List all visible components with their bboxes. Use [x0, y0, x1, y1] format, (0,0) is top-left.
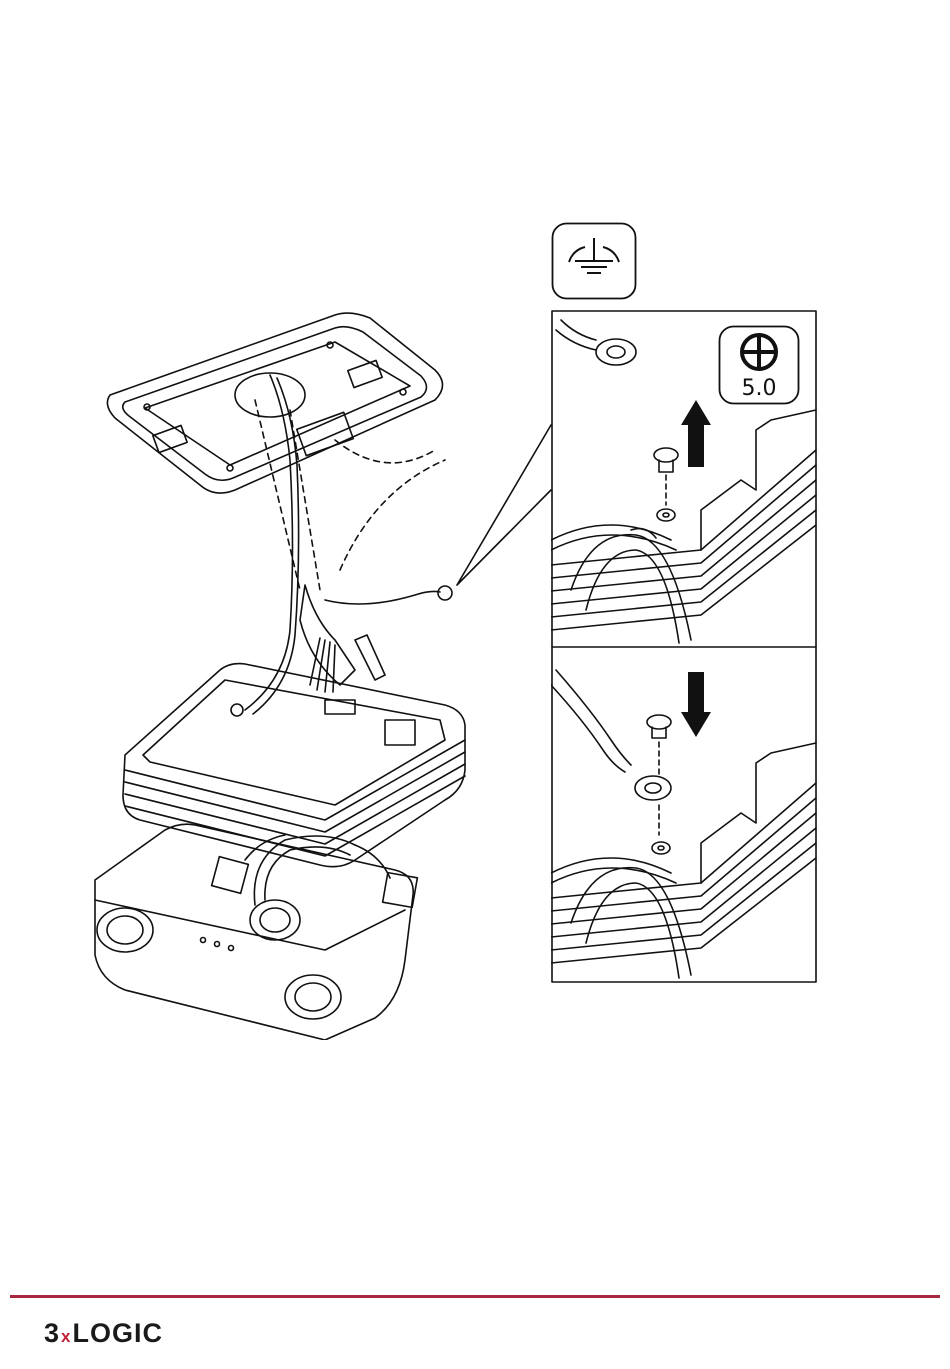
footer-rule — [10, 1295, 940, 1298]
brand-x: x — [61, 1327, 71, 1347]
arrow-up-icon — [681, 400, 711, 467]
phillips-screwdriver-icon — [742, 335, 776, 369]
callout-leader-line — [457, 425, 551, 585]
camera-installation-illustration — [85, 300, 555, 1040]
torque-value: 5.0 — [718, 376, 800, 401]
mounting-base-plate — [107, 313, 442, 493]
detail-step-install-screw — [551, 670, 816, 978]
detail-panel — [551, 310, 817, 983]
brand-prefix: 3 — [44, 1318, 60, 1349]
brand-logo: 3 x LOGIC — [44, 1318, 163, 1348]
ground-symbol-badge — [551, 222, 637, 300]
arrow-down-icon — [681, 672, 711, 737]
brand-suffix: LOGIC — [73, 1318, 164, 1349]
camera-housing — [95, 664, 465, 1040]
